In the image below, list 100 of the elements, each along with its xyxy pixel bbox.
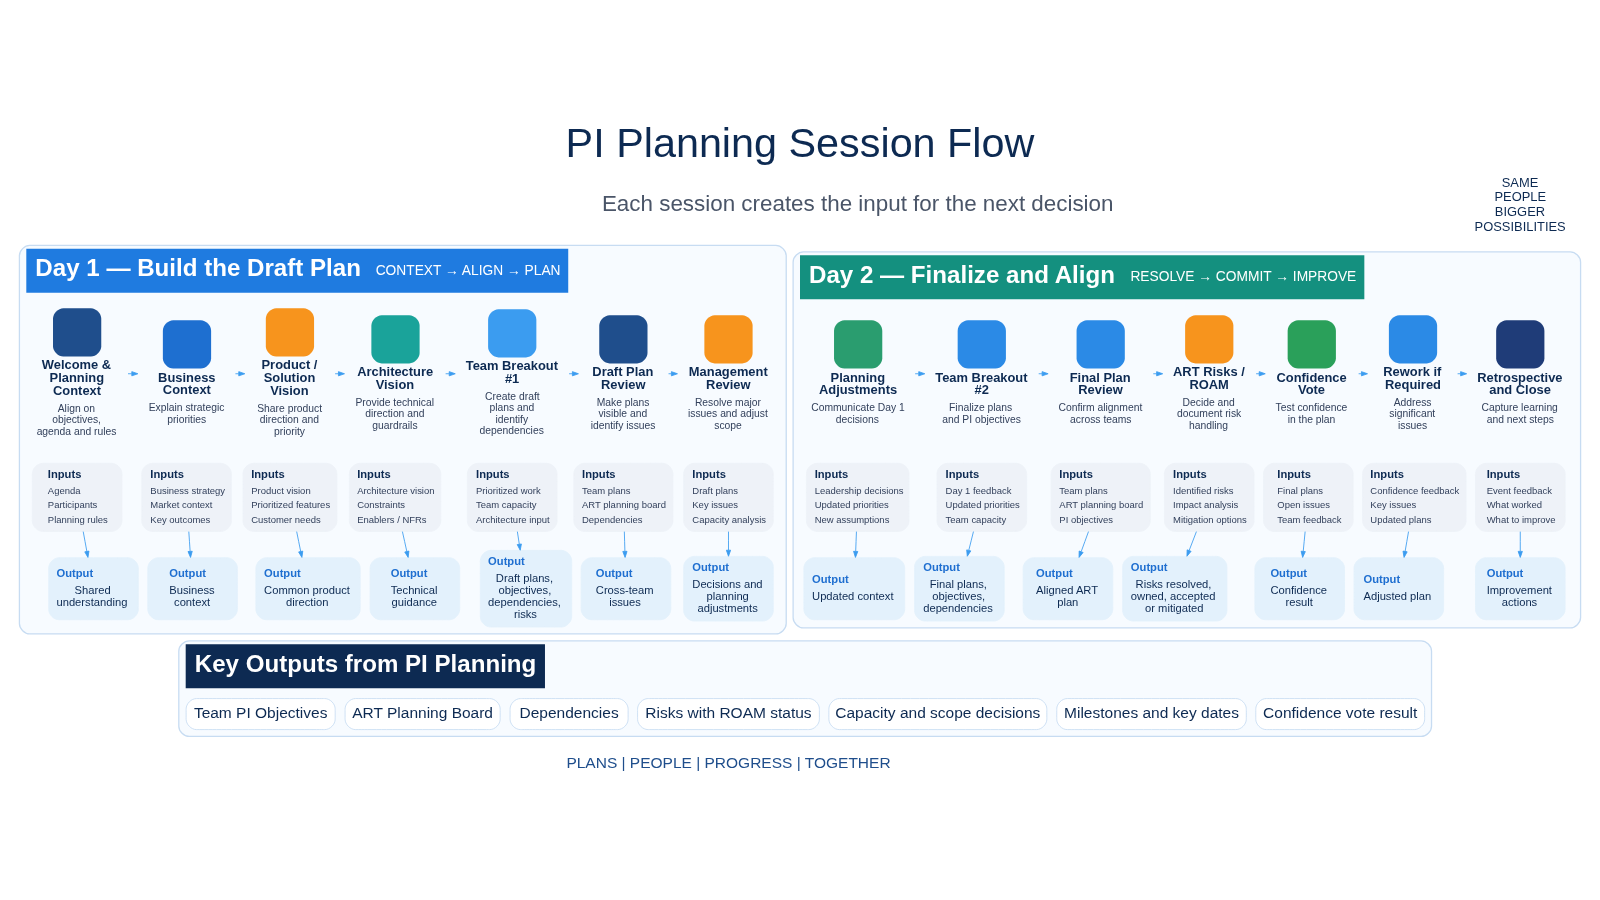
arrow	[82, 531, 90, 558]
node-box: Output Business context	[147, 557, 238, 621]
node-box	[162, 320, 212, 369]
node-box: Capacity and scope decisions	[828, 698, 1048, 730]
arrow	[853, 531, 859, 558]
node-label: Confidence Vote	[1276, 369, 1347, 398]
arrow	[1152, 371, 1164, 377]
arrow	[1255, 371, 1266, 377]
node-box: Dependencies	[509, 698, 629, 730]
node-box: Output Decisions and planning adjustments	[683, 555, 774, 622]
node-label: Communicate Day 1 decisions	[811, 402, 905, 425]
node-box: Inputs Team plans ART planning board Dependencies	[573, 462, 674, 532]
node-box: ART Planning Board	[344, 698, 501, 730]
node-label: Align on objectives, agenda and rules	[36, 403, 117, 437]
node-box: Output Draft plans, objectives, dependencies, risks	[479, 549, 573, 628]
node-box: Inputs Draft plans Key issues Capacity analysis	[683, 462, 774, 532]
arrow	[1358, 371, 1368, 377]
arrow	[445, 371, 456, 377]
node-box: Output Aligned ART plan	[1022, 557, 1114, 621]
node-box: Inputs Event feedback What worked What to improve	[1475, 462, 1566, 532]
arrow	[334, 371, 345, 377]
node-box: Output Final plans, objectives, dependencies	[914, 555, 1005, 622]
node-box	[488, 309, 537, 358]
node-box: Inputs Agenda Participants Planning rules	[31, 462, 123, 532]
node-label: Team Breakout #1	[465, 358, 558, 387]
node-label: Architecture Vision	[357, 364, 434, 393]
node-box	[834, 320, 883, 369]
label: SAME PEOPLE BIGGER POSSIBILITIES	[1474, 174, 1566, 234]
node-box: Output Updated context	[803, 557, 906, 621]
node-box	[704, 315, 753, 364]
node-box: Inputs Team plans ART planning board PI objectives	[1050, 462, 1151, 532]
arrow	[1300, 531, 1306, 558]
node-box	[957, 320, 1006, 369]
node-box: Inputs Leadership decisions Updated priorities New assumptions	[806, 462, 910, 532]
node-label: Capture learning and next steps	[1481, 402, 1558, 425]
node-label: Business Context	[158, 369, 216, 398]
node-label: Create draft plans and identify dependencies	[479, 391, 544, 436]
node-label: Planning Adjustments	[818, 369, 898, 398]
arrow	[1402, 531, 1409, 558]
node-box: Milestones and key dates	[1056, 698, 1247, 730]
arrow	[914, 371, 926, 377]
arrow	[402, 531, 410, 558]
node-label: Resolve major issues and adjust scope	[687, 397, 768, 431]
node-label: Share product direction and priority	[257, 403, 323, 437]
node-box	[53, 308, 102, 357]
node-label: Finalize plans and PI objectives	[942, 402, 1021, 425]
arrow	[1517, 531, 1523, 558]
label: Each session creates the input for the next decision	[601, 191, 1114, 217]
node-box: Inputs Final plans Open issues Team feedback	[1263, 462, 1354, 532]
node-label: Rework if Required	[1383, 364, 1442, 393]
arrow	[668, 371, 678, 377]
arrow	[568, 371, 579, 377]
node-label: Address significant issues	[1389, 397, 1436, 431]
node-box: Confidence vote result	[1255, 698, 1426, 730]
node-box: Inputs Identified risks Impact analysis Mitigation options	[1164, 462, 1255, 532]
node-label: Final Plan Review	[1069, 369, 1131, 398]
node-box: Output Improvement actions	[1475, 557, 1566, 621]
node-box: Output Adjusted plan	[1353, 557, 1445, 621]
node-label: Retrospective and Close	[1477, 369, 1563, 398]
node-label: Welcome & Planning Context	[41, 357, 112, 399]
node-label: Provide technical direction and guardrails	[355, 397, 435, 431]
node-box	[1076, 320, 1125, 369]
label: PLANS | PEOPLE | PROGRESS | TOGETHER	[566, 753, 891, 771]
arrow	[1078, 531, 1089, 558]
arrow	[725, 531, 732, 557]
node-label: Team Breakout #2	[935, 369, 1028, 398]
node-box: Output Common product direction	[255, 557, 361, 621]
node-box: Output Risks resolved, owned, accepted or mitigated	[1122, 555, 1228, 622]
node-box: Inputs Day 1 feedback Updated priorities Team capacity	[936, 462, 1028, 532]
arrow	[966, 531, 974, 557]
arrow	[516, 531, 522, 551]
node-box: Inputs Business strategy Market context Key outcomes	[141, 462, 232, 532]
arrow	[622, 531, 628, 558]
node-box	[1388, 315, 1438, 364]
node-box	[1185, 315, 1234, 364]
node-label: Make plans visible and identify issues	[590, 397, 656, 431]
node-label: Confirm alignment across teams	[1058, 402, 1143, 425]
arrow	[1186, 531, 1197, 557]
diagram-title: PI Planning Session Flow	[565, 119, 1035, 166]
node-box: Output Cross-team issues	[580, 557, 672, 621]
node-label: Explain strategic priorities	[148, 402, 225, 425]
node-label: Draft Plan Review	[592, 364, 654, 393]
arrow	[187, 531, 193, 558]
node-label: Management Review	[688, 364, 768, 393]
node-label: ART Risks / ROAM	[1173, 364, 1245, 393]
arrow	[296, 531, 304, 558]
node-box: Team PI Objectives	[185, 698, 336, 730]
node-box: Inputs Confidence feedback Key issues Updated plans	[1362, 462, 1467, 532]
node-box	[1287, 320, 1336, 369]
node-box: Inputs Architecture vision Constraints Enablers / NFRs	[348, 462, 442, 532]
node-box: Risks with ROAM status	[637, 698, 820, 730]
node-box: Output Shared understanding	[48, 557, 139, 621]
arrow	[127, 371, 139, 377]
node-box	[1496, 320, 1545, 369]
node-box	[265, 308, 315, 357]
node-box: Output Technical guidance	[369, 557, 461, 621]
node-box	[371, 315, 420, 364]
node-label: Test confidence in the plan	[1275, 402, 1348, 425]
arrow	[1457, 371, 1468, 377]
arrow	[235, 371, 246, 377]
